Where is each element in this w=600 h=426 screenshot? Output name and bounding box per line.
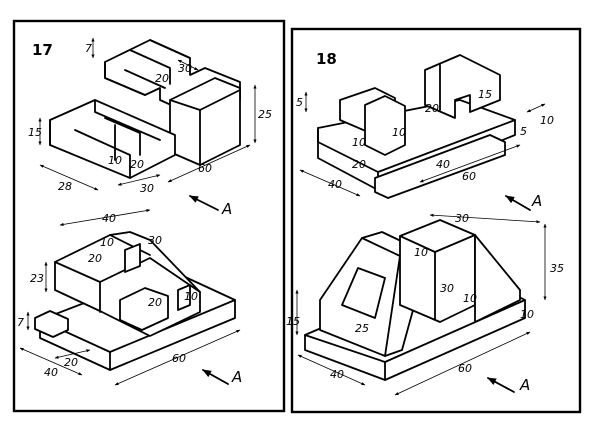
dim-17-bot-2: 30	[148, 234, 162, 247]
dim-17-bot-0: 40	[102, 212, 116, 225]
dim-18-bot-2: 30	[440, 282, 454, 295]
dim-18-top-8: 40	[436, 158, 450, 171]
dim-17-top-6: 20	[130, 158, 144, 171]
dim-17-top-8: 30	[140, 182, 154, 195]
part-18-top: 5 20 15 10 20 10 5 10 40 40 60 A	[296, 54, 554, 211]
panel-18-number: 18	[316, 50, 337, 68]
view-label-18-bottom: A	[519, 376, 530, 394]
dim-18-bot-8: 40	[330, 368, 344, 381]
dim-17-top-3: 15	[28, 126, 42, 139]
dim-18-top-2: 15	[478, 88, 492, 101]
dim-18-bot-7: 25	[355, 322, 369, 335]
dim-18-bot-6: 15	[286, 315, 300, 328]
view-label-17-bottom: A	[231, 368, 242, 386]
dim-17-bot-10: 60	[172, 352, 186, 365]
view-label-17-top: A	[221, 200, 232, 218]
dim-18-top-1: 20	[425, 102, 439, 115]
dim-17-top-2: 20	[155, 72, 169, 85]
dim-17-bot-5: 20	[148, 296, 162, 309]
view-label-18-top: A	[531, 192, 542, 210]
dim-17-bot-1: 10	[100, 236, 114, 249]
dim-18-top-6: 5	[520, 125, 527, 138]
dim-17-top-9: 60	[198, 162, 212, 175]
dim-18-top-9: 40	[328, 178, 342, 191]
dim-17-bot-9: 40	[44, 366, 58, 379]
dim-18-bot-4: 35	[550, 262, 564, 275]
part-17-bottom: 40 10 30 20 23 20 10 7 20 40 60 A	[17, 209, 242, 386]
dim-17-top-4: 25	[258, 108, 272, 121]
dim-18-bot-3: 10	[463, 292, 477, 305]
panel-17-number: 17	[32, 41, 53, 59]
dim-18-bot-9: 60	[458, 362, 472, 375]
dim-17-top-1: 30	[178, 62, 192, 75]
panel-17: 17	[12, 19, 286, 413]
panel-18: 18 5 20 15 10 20 10 5	[286, 27, 582, 414]
panel-18-frame	[290, 27, 582, 414]
dim-18-bot-5: 10	[520, 308, 534, 321]
dim-17-top-5: 10	[108, 154, 122, 167]
part-17-top: 7 30 20 15 25 10 20 28 30 60 A	[28, 37, 272, 218]
dim-18-top-10: 60	[462, 170, 476, 183]
part-18-bottom: 30 10 30 10 35 10 15 25 40 60 A	[286, 212, 564, 396]
dim-18-top-5: 10	[392, 126, 406, 139]
dim-18-bot-0: 30	[455, 212, 469, 225]
dim-17-top-7: 28	[58, 180, 72, 193]
dim-18-top-7: 10	[540, 114, 554, 127]
dim-17-bot-7: 7	[17, 316, 24, 329]
dim-17-bot-4: 23	[30, 272, 44, 285]
dim-17-bot-8: 20	[64, 356, 78, 369]
dim-18-bot-1: 10	[414, 246, 428, 259]
dim-18-top-3: 10	[352, 136, 366, 149]
dim-17-bot-6: 10	[184, 290, 198, 303]
dim-17-bot-3: 20	[88, 252, 102, 265]
dim-17-top-0: 7	[85, 42, 92, 55]
dim-18-top-0: 5	[296, 96, 303, 109]
panel-17-frame	[12, 19, 286, 413]
dim-18-top-4: 20	[352, 158, 366, 171]
